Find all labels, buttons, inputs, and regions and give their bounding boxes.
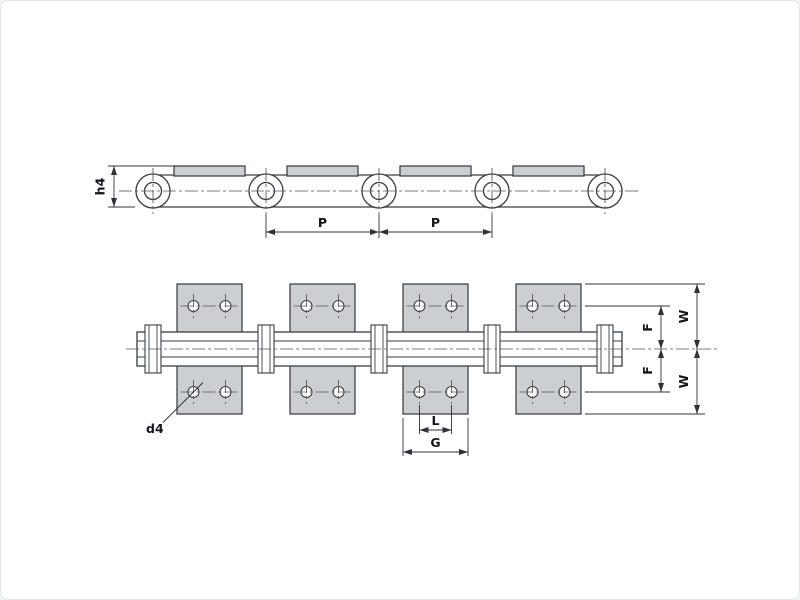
dimension-f: F F bbox=[640, 306, 664, 392]
dimension-w: W W bbox=[676, 284, 700, 414]
attachment-bar bbox=[286, 165, 359, 177]
dim-label-p-right: P bbox=[431, 215, 440, 230]
dimension-pitch: P P bbox=[265, 215, 493, 238]
dimension-h4: h4 bbox=[93, 165, 176, 208]
dim-label-g: G bbox=[430, 435, 440, 450]
dim-label-h4: h4 bbox=[93, 177, 108, 195]
attachment-bar bbox=[173, 165, 246, 177]
dim-label-l: L bbox=[432, 413, 440, 428]
dim-label-p-left: P bbox=[318, 215, 327, 230]
dim-label-d4: d4 bbox=[146, 421, 164, 436]
dimension-g: G bbox=[402, 418, 469, 456]
callout-d4: d4 bbox=[146, 382, 204, 436]
dim-label-w-upper: W bbox=[676, 309, 691, 323]
attachment-bars-side bbox=[173, 165, 585, 177]
attachment-bar bbox=[399, 165, 472, 177]
dim-label-f-lower: F bbox=[640, 366, 655, 375]
attachment-bar bbox=[512, 165, 585, 177]
side-view: h4 P P bbox=[93, 165, 641, 238]
dim-label-f-upper: F bbox=[640, 323, 655, 332]
plan-view: F F W W L G d4 bbox=[126, 283, 719, 456]
dim-label-w-lower: W bbox=[676, 374, 691, 388]
leader-line-d4 bbox=[162, 382, 204, 423]
dimension-l: L bbox=[419, 405, 452, 434]
